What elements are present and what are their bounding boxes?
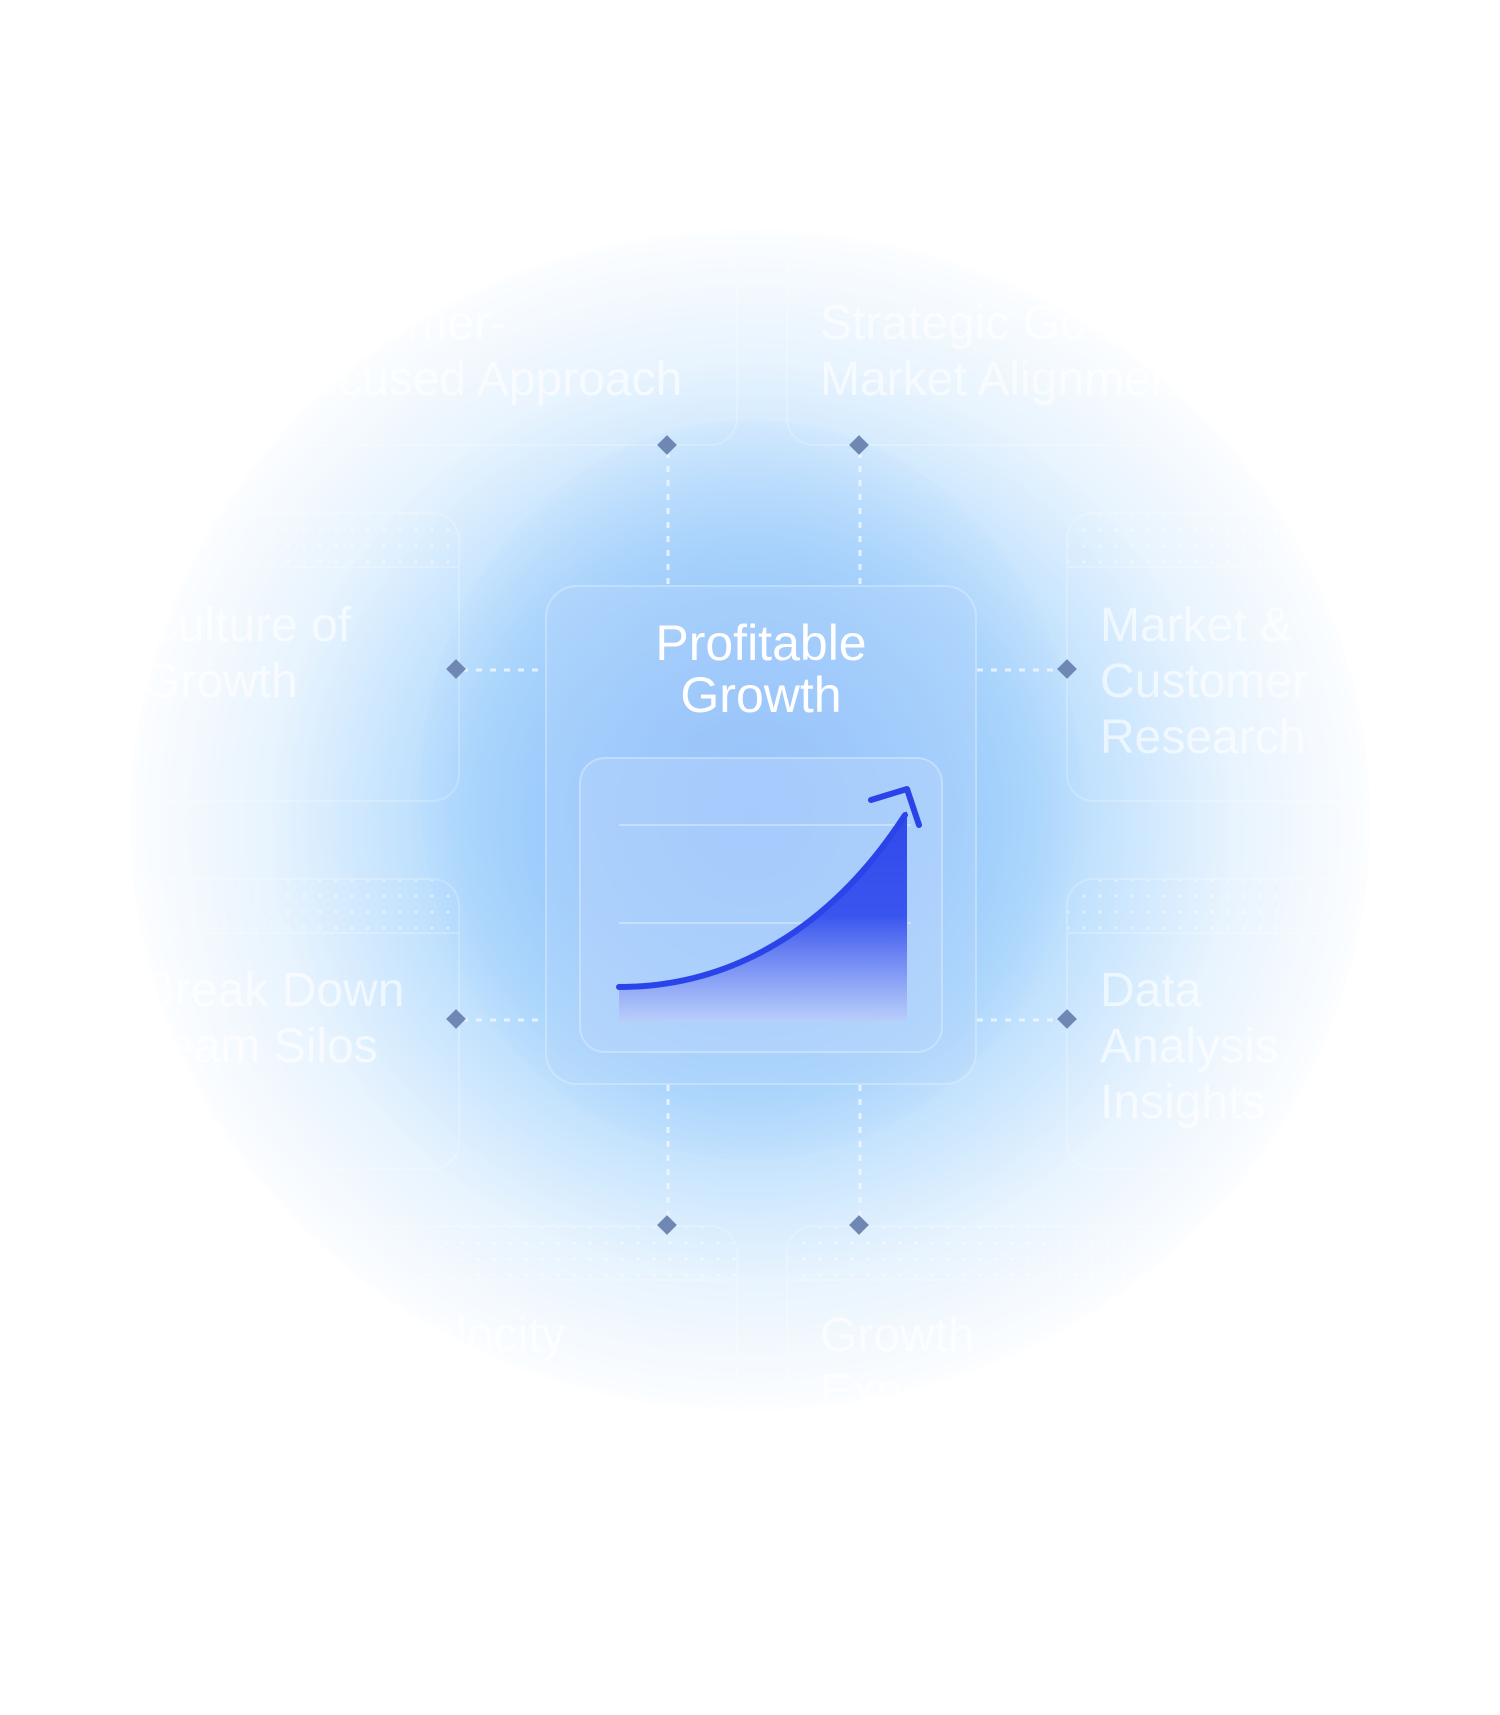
card-dot-pattern bbox=[788, 1227, 1270, 1281]
node-label-growth-experiments: Growth Experiments bbox=[820, 1309, 1087, 1418]
node-label-high-velocity-workflows: High Velocity Workflows bbox=[288, 1309, 566, 1418]
connector-dot bbox=[657, 435, 677, 455]
curve-area bbox=[619, 811, 907, 1021]
curve-line bbox=[616, 812, 908, 990]
connector-dot bbox=[849, 435, 869, 455]
connector-dot bbox=[446, 659, 466, 679]
card-data-analysis-insights bbox=[1066, 878, 1416, 1170]
node-label-market-customer-research: Market & Customer Research bbox=[1100, 599, 1309, 764]
card-culture-of-growth bbox=[110, 512, 460, 802]
card-growth-experiments bbox=[786, 1225, 1272, 1445]
connector-dot bbox=[446, 1009, 466, 1029]
node-label-break-down-team-silos: Break Down Team Silos bbox=[143, 964, 405, 1073]
card-dot-pattern bbox=[254, 1227, 736, 1281]
card-market-customer-research bbox=[1066, 512, 1416, 802]
growth-curve-graphic bbox=[616, 786, 922, 1021]
center-card-profitable-growth: Profitable Growth bbox=[545, 585, 977, 1085]
card-dot-pattern bbox=[112, 514, 458, 568]
card-break-down-team-silos bbox=[110, 878, 460, 1170]
card-customer-focused-approach bbox=[252, 248, 738, 446]
center-title: Profitable Growth bbox=[655, 615, 867, 723]
growth-curve-icon bbox=[579, 757, 943, 1053]
node-label-strategic-go-to-market-alignment: Strategic Go-To- Market Alignment bbox=[820, 297, 1191, 406]
node-label-data-analysis-insights: Data Analysis Insights bbox=[1100, 964, 1279, 1129]
card-strategic-go-to-market-alignment bbox=[786, 248, 1272, 446]
connector-dot bbox=[849, 1215, 869, 1235]
card-dot-pattern bbox=[1068, 514, 1414, 568]
card-high-velocity-workflows bbox=[252, 1225, 738, 1445]
card-dot-pattern bbox=[112, 880, 458, 934]
curve-arrowhead bbox=[868, 786, 922, 828]
connector-dot bbox=[1057, 659, 1077, 679]
connector-dot bbox=[657, 1215, 677, 1235]
node-label-culture-of-growth: Culture of Growth bbox=[143, 599, 352, 708]
node-label-customer-focused-approach: Customer- Focused Approach bbox=[282, 297, 683, 406]
connector-dot bbox=[1057, 1009, 1077, 1029]
card-dot-pattern bbox=[1068, 880, 1414, 934]
